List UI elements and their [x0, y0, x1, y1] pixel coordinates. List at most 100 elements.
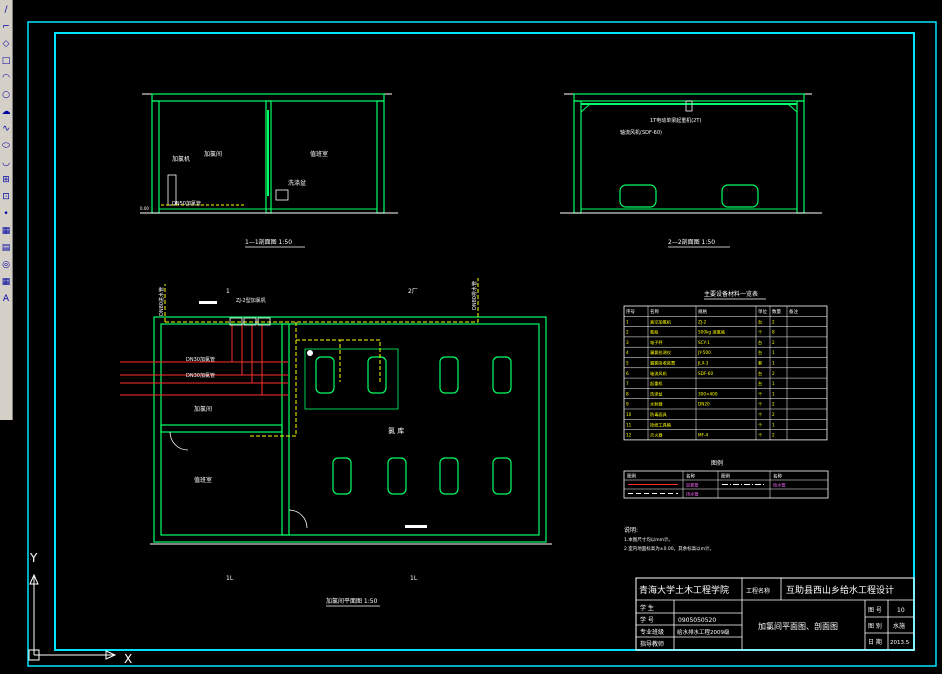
equip-header-4: 数量 [772, 308, 781, 315]
equip-cell: 8 [626, 391, 629, 396]
plan-title: 加氯间平面图 1:50 [326, 597, 378, 605]
title-right-label-2: 日 期 [868, 638, 882, 646]
equip-cell: 台 [758, 339, 762, 346]
equip-cell: 7 [626, 381, 629, 386]
point-icon[interactable]: • [3, 209, 9, 219]
equip-cell: 漏氯吸收装置 [650, 360, 675, 367]
title-project-name: 互助县西山乡给水工程设计 [786, 584, 894, 596]
legend-header-0: 图例 [627, 473, 636, 480]
section1-title: 1—1剖面图 1:50 [245, 238, 292, 246]
title-row-label-0: 学 生 [640, 604, 654, 612]
ellipse-icon[interactable]: ⬭ [2, 141, 10, 151]
equip-cell: 4 [626, 350, 629, 355]
section1-room-right: 值班室 [310, 150, 328, 158]
notes-title: 说明: [624, 526, 638, 534]
plan-room-store: 氯 库 [388, 426, 404, 435]
equip-cell: 1 [772, 381, 775, 386]
plan-pipe2: DN30加氯管 [186, 372, 215, 379]
equip-cell: 水射器 [650, 401, 663, 408]
rectangle-icon[interactable]: □ [1, 56, 11, 66]
section1-room-left: 加氯间 [204, 150, 222, 158]
equip-cell: 10 [626, 412, 632, 417]
title-row-label-2: 专业班级 [640, 628, 664, 636]
equip-cell: 2 [772, 433, 775, 438]
table-icon[interactable]: ▦ [1, 277, 11, 287]
equip-cell: 9 [626, 402, 629, 407]
equip-cell: 个 [758, 330, 763, 335]
make-block-icon[interactable]: ⊡ [2, 192, 10, 202]
legend-header-2: 图例 [721, 473, 730, 480]
legend-title: 图例 [711, 459, 723, 467]
circle-icon[interactable]: ○ [2, 90, 10, 100]
polygon-icon[interactable]: ◇ [2, 39, 10, 49]
plan-mark-br: 1L [410, 575, 418, 582]
draw-toolbar: / ⌐ ◇ □ ◠ ○ ☁ ∿ ⬭ ◡ ⊞ ⊡ • ▦ ▤ ◎ ▦ A [0, 0, 13, 420]
revcloud-icon[interactable]: ☁ [1, 107, 11, 117]
equip-cell: 套 [758, 360, 763, 367]
ucs-y-label: Y [29, 551, 38, 565]
equip-cell: 3 [626, 340, 629, 345]
equip-cell: ZJ-2 [698, 319, 706, 324]
section2-title: 2—2剖面图 1:50 [668, 238, 715, 246]
section-1-1: 加氯间 值班室 加氯机 洗涤盆 DN50加氯管 0.00 1—1剖面图 1:50 [140, 93, 398, 248]
title-school: 青海大学土木工程学院 [639, 584, 729, 596]
equip-cell: DN20 [698, 402, 710, 407]
gradient-icon[interactable]: ▤ [1, 243, 11, 253]
title-right-label-0: 图 号 [868, 607, 882, 614]
equip-cell: 2 [772, 412, 775, 417]
equip-header-0: 序号 [626, 308, 635, 315]
title-row-value-1: 0905050520 [678, 617, 716, 624]
equip-cell: 12 [626, 433, 632, 438]
equip-cell: 台 [758, 318, 762, 325]
plan-riser1: DN80进水管 [158, 287, 165, 316]
ucs-icon: Y X [28, 551, 132, 666]
hatch-icon[interactable]: ▦ [1, 226, 11, 236]
arc-icon[interactable]: ◠ [2, 73, 10, 83]
region-icon[interactable]: ◎ [2, 260, 10, 270]
ellipse-arc-icon[interactable]: ◡ [2, 158, 10, 168]
legend-header-1: 名称 [686, 473, 695, 480]
section2-note2: 轴流风机(SDF-60) [620, 129, 662, 136]
equip-cell: SDF-60 [698, 371, 713, 376]
mtext-icon[interactable]: A [2, 294, 10, 304]
equip-cell: SCY-1 [698, 340, 710, 345]
equipment-table-title: 主要设备材料一览表 [704, 290, 758, 298]
section-2-2: 1T电动单梁起重机(2T) 轴流风机(SDF-60) 2—2剖面图 1:50 [560, 93, 822, 248]
equip-cell: 8 [772, 330, 775, 335]
legend-cell: 给水管 [773, 482, 786, 489]
notes-line-2: 2.室内地面标高为±0.00，其余标高以m计。 [624, 545, 714, 552]
equip-cell: 氯瓶 [650, 329, 658, 336]
equip-cell: 1 [772, 350, 775, 355]
title-row-value-2: 给水排水工程2009级 [677, 628, 730, 636]
title-right-value-2: 2013.5 [890, 640, 910, 646]
polyline-icon[interactable]: ⌐ [2, 22, 10, 32]
equip-cell: 1 [772, 422, 775, 427]
section1-pipe: DN50加氯管 [172, 200, 201, 207]
spline-icon[interactable]: ∿ [2, 124, 10, 134]
equip-cell: 个 [758, 422, 763, 427]
line-icon[interactable]: / [4, 5, 8, 15]
title-project-label: 工程名称 [746, 587, 770, 595]
plan-mark-tl: 1 [226, 288, 230, 295]
equip-cell: 500kg 液氯瓶 [698, 329, 725, 336]
equip-cell: 个 [758, 433, 763, 438]
plan-riser2: DN80排水管 [471, 281, 478, 310]
equip-cell: 5 [626, 361, 629, 366]
title-block: 青海大学土木工程学院 工程名称 互助县西山乡给水工程设计 学 生 学 号 专业班… [635, 577, 915, 651]
equip-cell: 防毒面具 [650, 411, 668, 418]
equip-cell: 真空加氯机 [650, 318, 672, 325]
section1-level: 0.00 [140, 206, 149, 211]
equip-header-5: 备注 [789, 308, 798, 315]
section1-equip1: 加氯机 [172, 155, 190, 163]
plan-mark-bl: 1L [226, 575, 234, 582]
insert-block-icon[interactable]: ⊞ [2, 175, 10, 185]
plan-mark-top: 2厂 [408, 288, 418, 295]
equip-cell: 11 [626, 422, 632, 427]
equip-cell: 台 [758, 349, 762, 356]
title-right-value-1: 水施 [893, 622, 905, 630]
equip-cell: JY-500 [697, 350, 711, 355]
plan-view: 加氯间 值班室 氯 库 DN30加氯管 DN30加氯管 ZJ-2型加氯机 DN8… [120, 278, 552, 607]
equip-cell: JLX-3 [697, 361, 709, 366]
